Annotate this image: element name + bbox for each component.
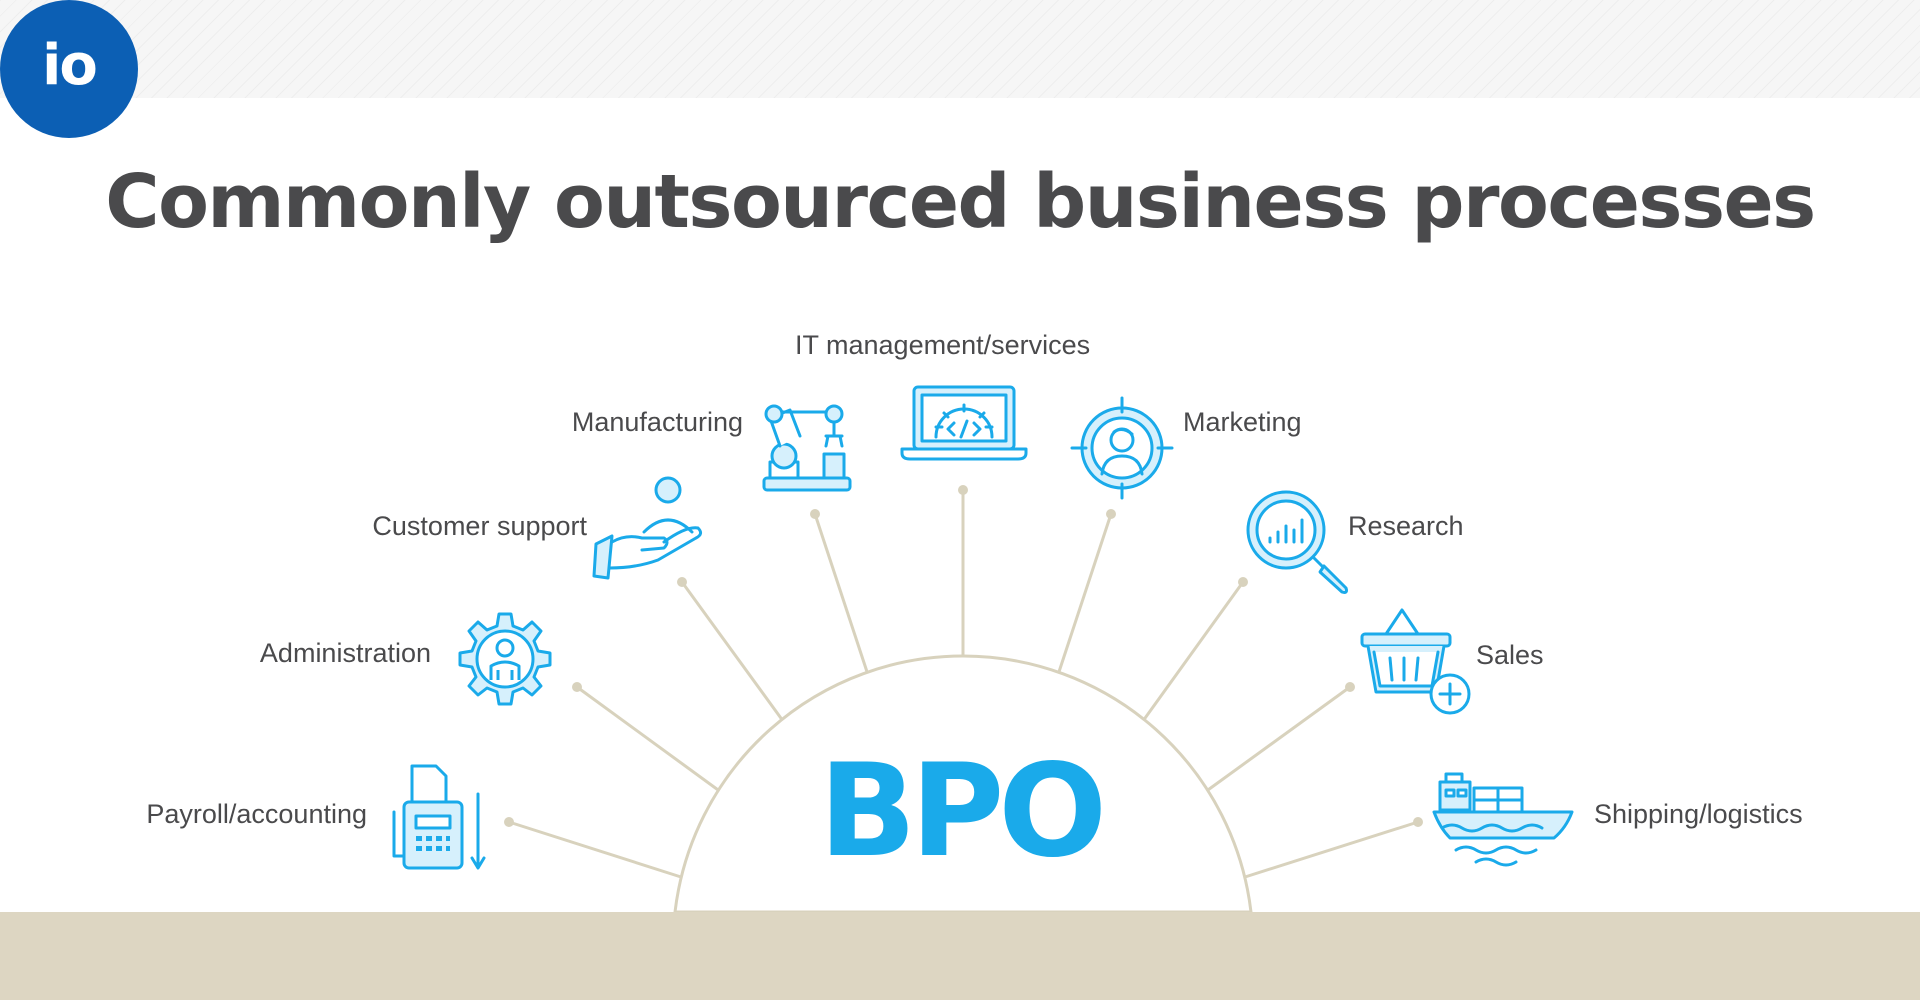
connector-customer-support (680, 581, 793, 733)
label-sales: Sales (1476, 640, 1544, 670)
label-manufacturing: Manufacturing (571, 407, 743, 437)
bpo-dome (673, 654, 1253, 914)
connector-dot (1413, 817, 1423, 827)
connector-payroll (508, 820, 682, 879)
connector-dot (677, 577, 687, 587)
label-administration: Administration (259, 638, 431, 668)
label-it-management: IT management/services (795, 330, 1091, 360)
hand-person-icon (586, 472, 712, 584)
connector-dot (1106, 509, 1116, 519)
connector-sales (1200, 685, 1351, 797)
io-logo[interactable]: io (0, 0, 138, 138)
connector-dot (810, 509, 820, 519)
label-customer-support: Customer support (372, 511, 587, 541)
fax-calculator-icon (384, 762, 494, 874)
robot-arm-icon (760, 400, 856, 496)
connector-dot (958, 485, 968, 495)
cargo-ship-icon (1432, 770, 1576, 870)
connector-dot (1238, 577, 1248, 587)
magnifier-chart-icon (1244, 488, 1354, 598)
connector-marketing (1051, 513, 1113, 691)
connector-dot (1345, 682, 1355, 692)
page-title: Commonly outsourced business processes (105, 159, 1816, 245)
connector-dot (504, 817, 514, 827)
header-band (0, 0, 1920, 98)
basket-plus-icon (1358, 606, 1474, 722)
connector-research (1133, 581, 1245, 733)
gear-person-icon (450, 608, 560, 718)
connector-administration (576, 685, 726, 797)
label-shipping-logistics: Shipping/logistics (1594, 799, 1803, 829)
connector-shipping (1244, 820, 1419, 879)
label-payroll-accounting: Payroll/accounting (146, 799, 367, 829)
label-research: Research (1348, 511, 1464, 541)
label-marketing: Marketing (1183, 407, 1302, 437)
bpo-center-label: BPO (818, 737, 1107, 886)
footer-band (0, 912, 1920, 1000)
connector-manufacturing (813, 513, 875, 691)
target-person-icon (1070, 396, 1174, 500)
laptop-code-icon (900, 383, 1028, 463)
connector-dot (572, 682, 582, 692)
